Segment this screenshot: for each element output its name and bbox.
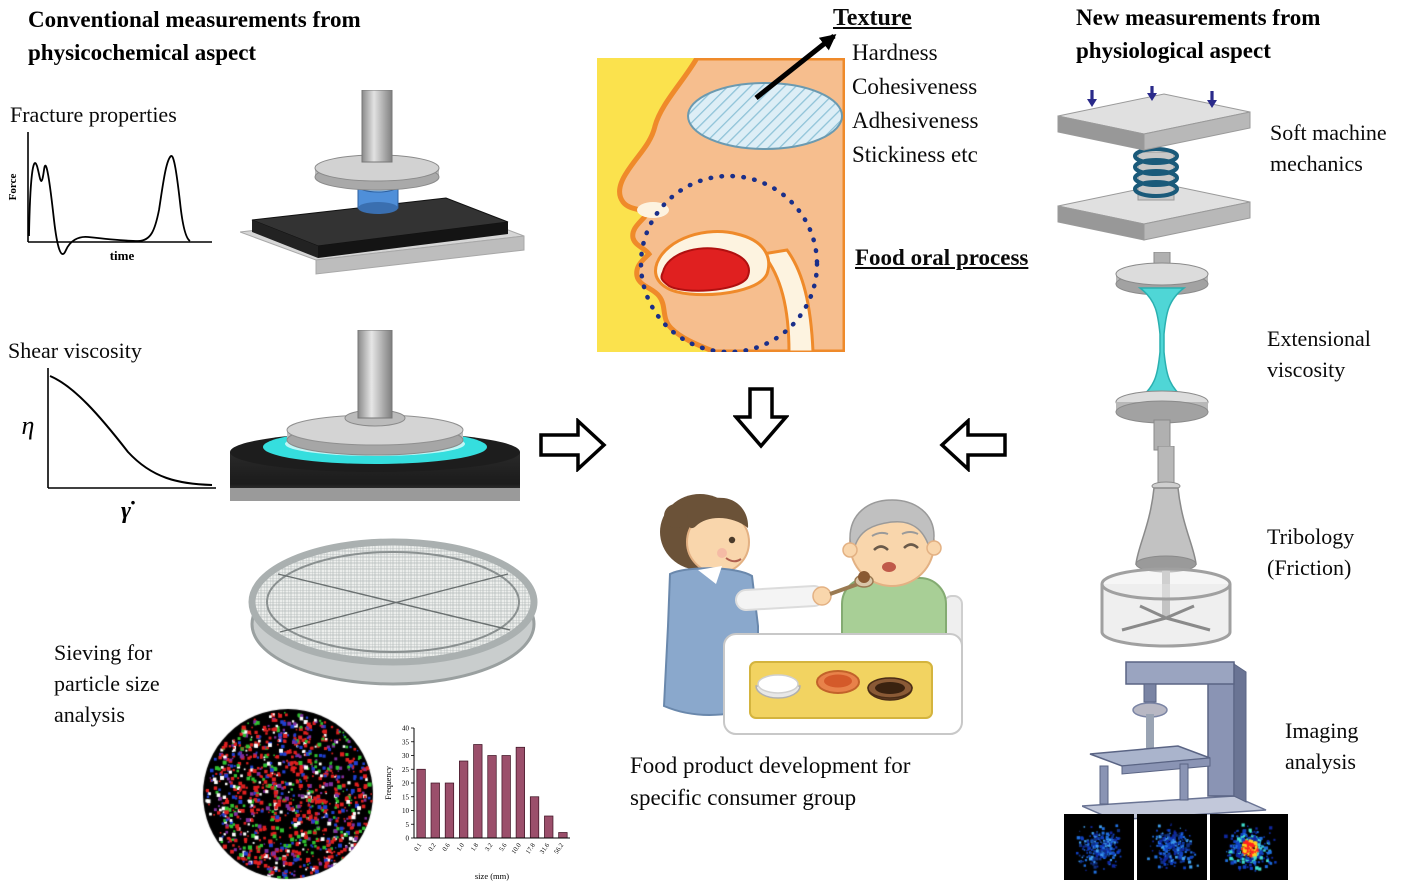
fracture-graph: Force time bbox=[7, 132, 212, 263]
shear-viscosity-label: Shear viscosity bbox=[8, 338, 142, 363]
svg-text:5.6: 5.6 bbox=[498, 842, 509, 853]
svg-text:56.2: 56.2 bbox=[553, 842, 565, 855]
texture-analyzer-image bbox=[240, 90, 525, 275]
tribology-cup bbox=[1100, 584, 1232, 648]
food-on-spoon bbox=[858, 571, 870, 583]
sieving-label: Sieving for particle size analysis bbox=[54, 640, 160, 727]
svg-text:30: 30 bbox=[402, 752, 410, 760]
svg-text:40: 40 bbox=[402, 725, 410, 733]
svg-text:1.0: 1.0 bbox=[456, 842, 466, 853]
sieve-image bbox=[248, 538, 538, 686]
compression-arrows-icon bbox=[1087, 86, 1217, 108]
fracture-curve bbox=[28, 155, 191, 255]
extensional-viscosity-label: Extensional viscosity bbox=[1267, 326, 1371, 382]
svg-text:0.6: 0.6 bbox=[441, 842, 452, 853]
oral-process-dotted-circle bbox=[638, 173, 820, 352]
svg-text:25: 25 bbox=[402, 766, 410, 774]
rice-bowl bbox=[757, 674, 799, 694]
physiological-header: New measurements from physiological aspe… bbox=[1076, 5, 1321, 63]
svg-text:10: 10 bbox=[402, 807, 410, 815]
svg-text:0: 0 bbox=[406, 835, 410, 843]
soft-machine-label: Soft machine mechanics bbox=[1270, 120, 1387, 176]
svg-text:17.8: 17.8 bbox=[525, 842, 537, 855]
tribology-cone bbox=[1135, 487, 1197, 565]
shear-graph: η γ̇ bbox=[22, 368, 216, 524]
arrow-down-icon bbox=[733, 387, 789, 449]
product-development-caption: Food product development for specific co… bbox=[630, 753, 911, 811]
heatmap-image-1 bbox=[1064, 814, 1134, 880]
svg-text:3.2: 3.2 bbox=[484, 842, 494, 853]
svg-text:Frequency: Frequency bbox=[384, 766, 393, 800]
caregiver-hand bbox=[812, 586, 832, 606]
svg-text:15: 15 bbox=[402, 793, 410, 801]
imaging-machine-image bbox=[1082, 661, 1267, 821]
conventional-header: Conventional measurements from physicoch… bbox=[28, 7, 361, 65]
texture-arrow bbox=[754, 34, 837, 100]
tribology-label: Tribology (Friction) bbox=[1267, 524, 1355, 580]
texture-region-ellipse bbox=[687, 82, 843, 150]
texture-item-stickiness: Stickiness etc bbox=[852, 142, 978, 167]
feeding-illustration bbox=[660, 494, 963, 735]
svg-text:35: 35 bbox=[402, 738, 410, 746]
soft-machine-image bbox=[1057, 86, 1251, 241]
shear-curve bbox=[49, 375, 213, 486]
svg-text:size (mm): size (mm) bbox=[475, 871, 509, 881]
force-axis-label: Force bbox=[7, 174, 19, 201]
svg-text:20: 20 bbox=[402, 780, 410, 788]
particle-scatter-image bbox=[202, 706, 374, 882]
svg-text:10.0: 10.0 bbox=[510, 842, 522, 855]
tribology-image bbox=[1100, 446, 1232, 648]
time-axis-label: time bbox=[110, 248, 135, 263]
food-oral-process-label: Food oral process bbox=[855, 245, 1029, 270]
svg-text:31.6: 31.6 bbox=[539, 842, 552, 856]
extensional-viscosity-image bbox=[1115, 252, 1209, 451]
svg-text:5: 5 bbox=[406, 821, 410, 829]
fluid-filament bbox=[1137, 287, 1187, 399]
heatmap-image-3 bbox=[1210, 814, 1288, 880]
svg-text:0.2: 0.2 bbox=[427, 842, 437, 853]
shear-rate-axis-label: γ̇ bbox=[121, 498, 135, 524]
fracture-properties-label: Fracture properties bbox=[10, 102, 177, 127]
rheometer-shaft bbox=[357, 330, 393, 419]
eta-axis-label: η bbox=[22, 411, 35, 440]
imaging-analysis-label: Imaging analysis bbox=[1285, 718, 1359, 774]
arrow-left-icon bbox=[939, 418, 1007, 472]
probe-shaft bbox=[361, 90, 393, 163]
texture-item-adhesiveness: Adhesiveness bbox=[852, 108, 979, 133]
svg-text:0.1: 0.1 bbox=[413, 842, 423, 853]
texture-items-list: Hardness Cohesiveness Adhesiveness Stick… bbox=[852, 36, 978, 172]
texture-title: Texture bbox=[833, 5, 912, 31]
texture-item-cohesiveness: Cohesiveness bbox=[852, 74, 978, 99]
texture-item-hardness: Hardness bbox=[852, 40, 938, 65]
heatmap-image-2 bbox=[1137, 814, 1207, 880]
arrow-right-icon bbox=[539, 418, 607, 472]
oral-cavity-image bbox=[597, 58, 845, 352]
rheometer-image bbox=[230, 330, 520, 501]
tongue bbox=[660, 247, 750, 292]
svg-text:1.8: 1.8 bbox=[470, 842, 480, 853]
